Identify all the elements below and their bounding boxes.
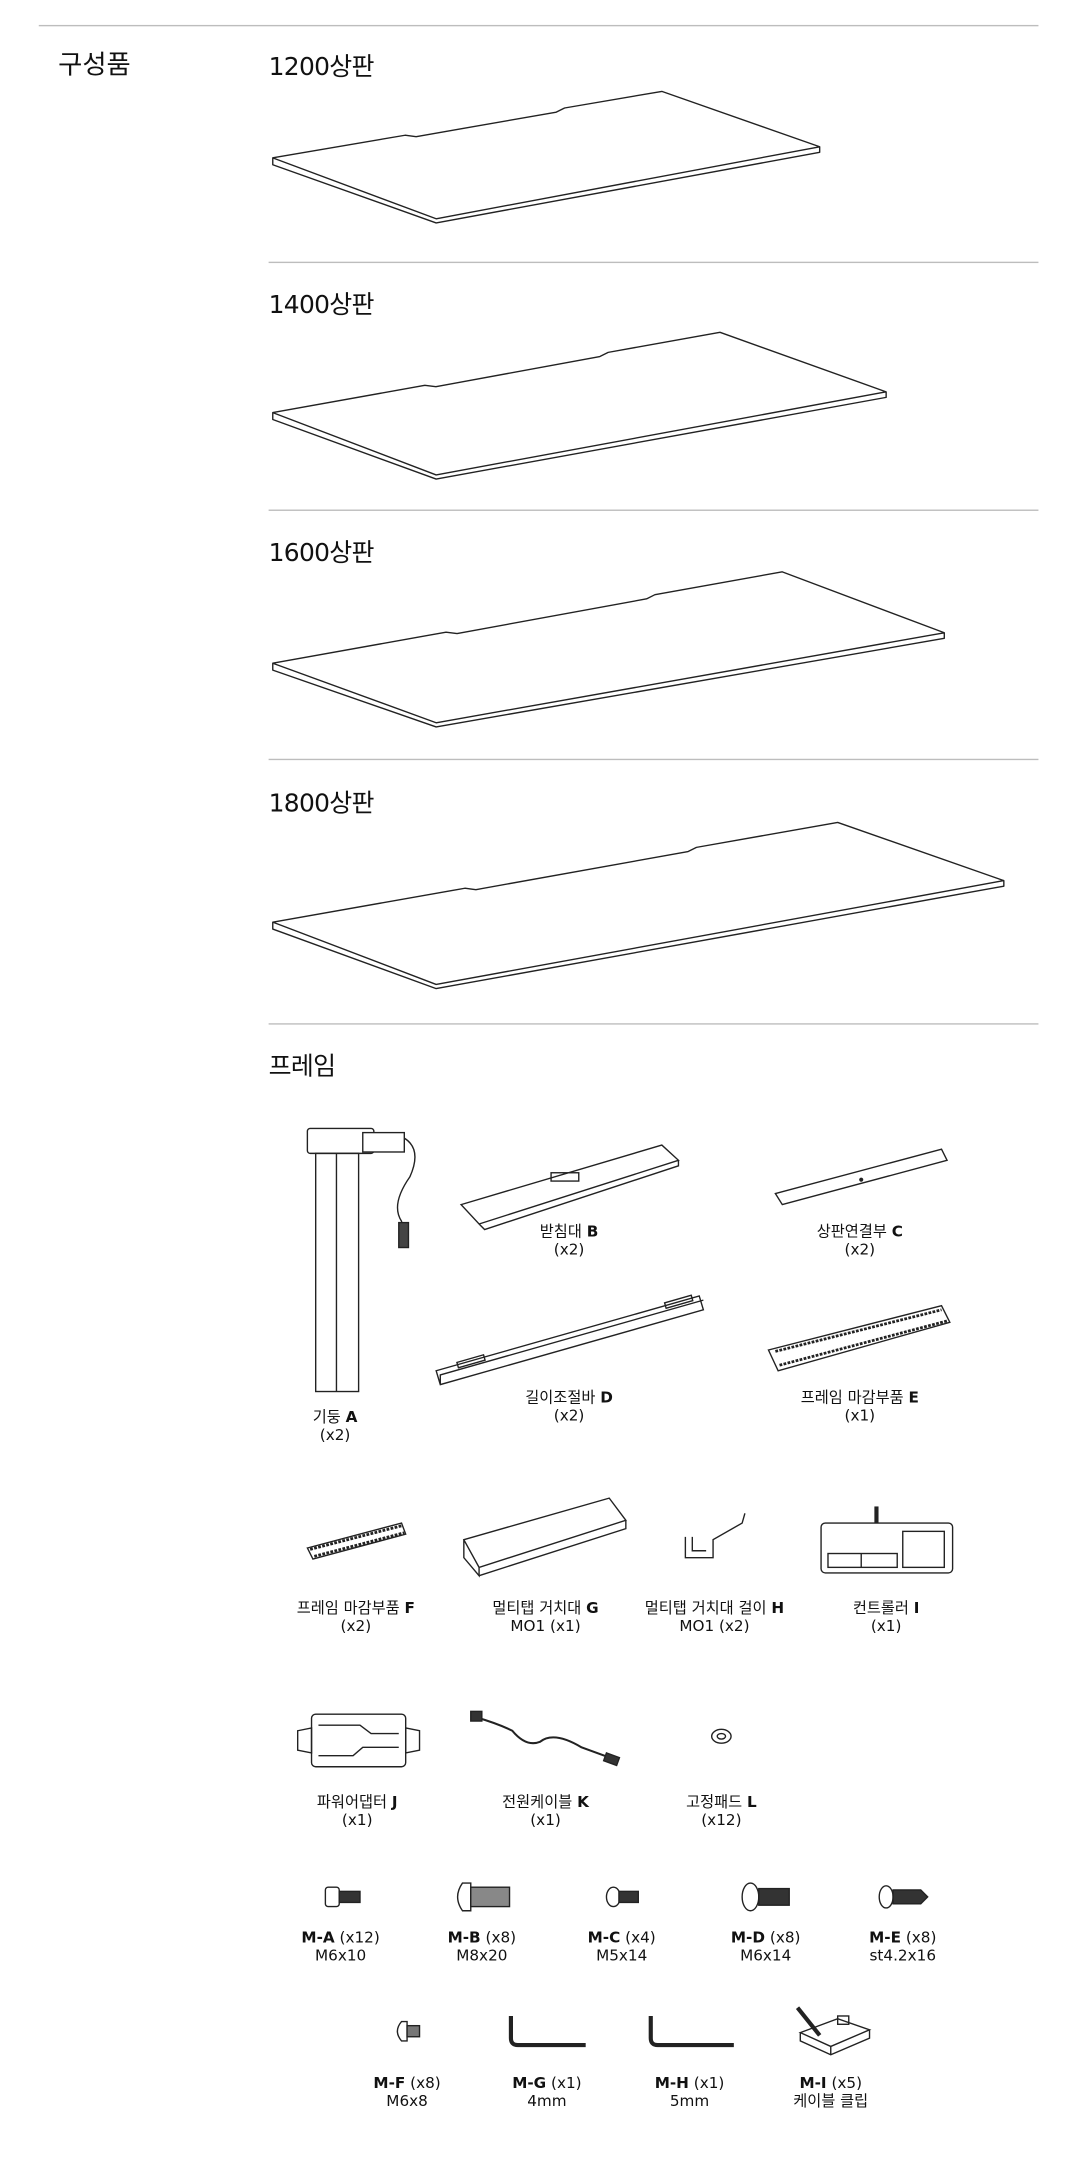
divider (268, 1023, 1039, 1025)
hardware-label-me: M-E (x8)st4.2x16 (869, 1928, 937, 1965)
tabletop-illustration (272, 821, 1005, 990)
screw-mf-illustration (396, 2020, 421, 2042)
hex-key-4mm-illustration (508, 2015, 586, 2048)
base-b-illustration (459, 1144, 680, 1231)
power-cable-k-illustration (470, 1710, 621, 1767)
screw-mc-illustration (605, 1886, 639, 1908)
part-label-j: 파워어댑터 J(x1) (316, 1793, 398, 1830)
top-1800-title: 1800상판 (268, 789, 375, 819)
power-adapter-j-illustration (296, 1713, 421, 1768)
part-label-f: 프레임 마감부품 F(x2) (296, 1599, 415, 1636)
part-label-e: 프레임 마감부품 E(x1) (800, 1388, 919, 1425)
top-1200-title: 1200상판 (268, 52, 375, 82)
hardware-label-mi: M-I (x5)케이블 클립 (793, 2074, 869, 2111)
divider (268, 261, 1039, 264)
bar-d-illustration (435, 1294, 705, 1386)
top-1400-title: 1400상판 (268, 290, 375, 320)
divider (268, 758, 1039, 761)
connector-c-illustration (774, 1148, 949, 1206)
screw-md-illustration (741, 1882, 790, 1912)
part-label-i: 컨트롤러 I(x1) (852, 1599, 920, 1636)
part-label-l: 고정패드 L(x12) (686, 1793, 757, 1830)
part-label-a: 기둥 A(x2) (312, 1408, 358, 1445)
hardware-label-mb: M-B (x8)M8x20 (447, 1928, 517, 1965)
frame-title: 프레임 (268, 1052, 336, 1082)
part-label-d: 길이조절바 D(x2) (525, 1388, 613, 1425)
screw-mb-illustration (456, 1882, 511, 1912)
hardware-label-mh: M-H (x1)5mm (654, 2074, 725, 2111)
tabletop-illustration (272, 90, 821, 224)
cable-clip-illustration (795, 2006, 872, 2056)
hex-key-5mm-illustration (648, 2015, 734, 2048)
hardware-label-ma: M-A (x12)M6x10 (301, 1928, 380, 1965)
controller-i-illustration (820, 1506, 954, 1574)
part-label-k: 전원케이블 K(x1) (502, 1793, 589, 1830)
hanger-h-illustration (684, 1513, 746, 1559)
hardware-label-mf: M-F (x8)M6x8 (373, 2074, 441, 2111)
divider (268, 509, 1039, 511)
section-heading: 구성품 (58, 49, 131, 81)
part-label-b: 받침대 B(x2) (539, 1222, 599, 1259)
top-1600-title: 1600상판 (268, 538, 375, 568)
screw-ma-illustration (324, 1886, 361, 1908)
part-label-c: 상판연결부 C(x2) (816, 1222, 903, 1259)
hardware-label-mc: M-C (x4)M5x14 (587, 1928, 656, 1965)
tabletop-illustration (272, 571, 945, 728)
divider (38, 24, 1039, 27)
finishing-f-illustration (306, 1522, 407, 1560)
column-a-illustration (306, 1127, 416, 1393)
screw-me-illustration (878, 1885, 929, 1909)
finishing-e-illustration (767, 1304, 951, 1372)
hardware-label-mg: M-G (x1)4mm (512, 2074, 582, 2111)
pad-l-illustration (710, 1728, 732, 1744)
multitap-holder-g-illustration (462, 1497, 627, 1578)
hardware-label-md: M-D (x8)M6x14 (730, 1928, 801, 1965)
tabletop-illustration (272, 331, 887, 480)
